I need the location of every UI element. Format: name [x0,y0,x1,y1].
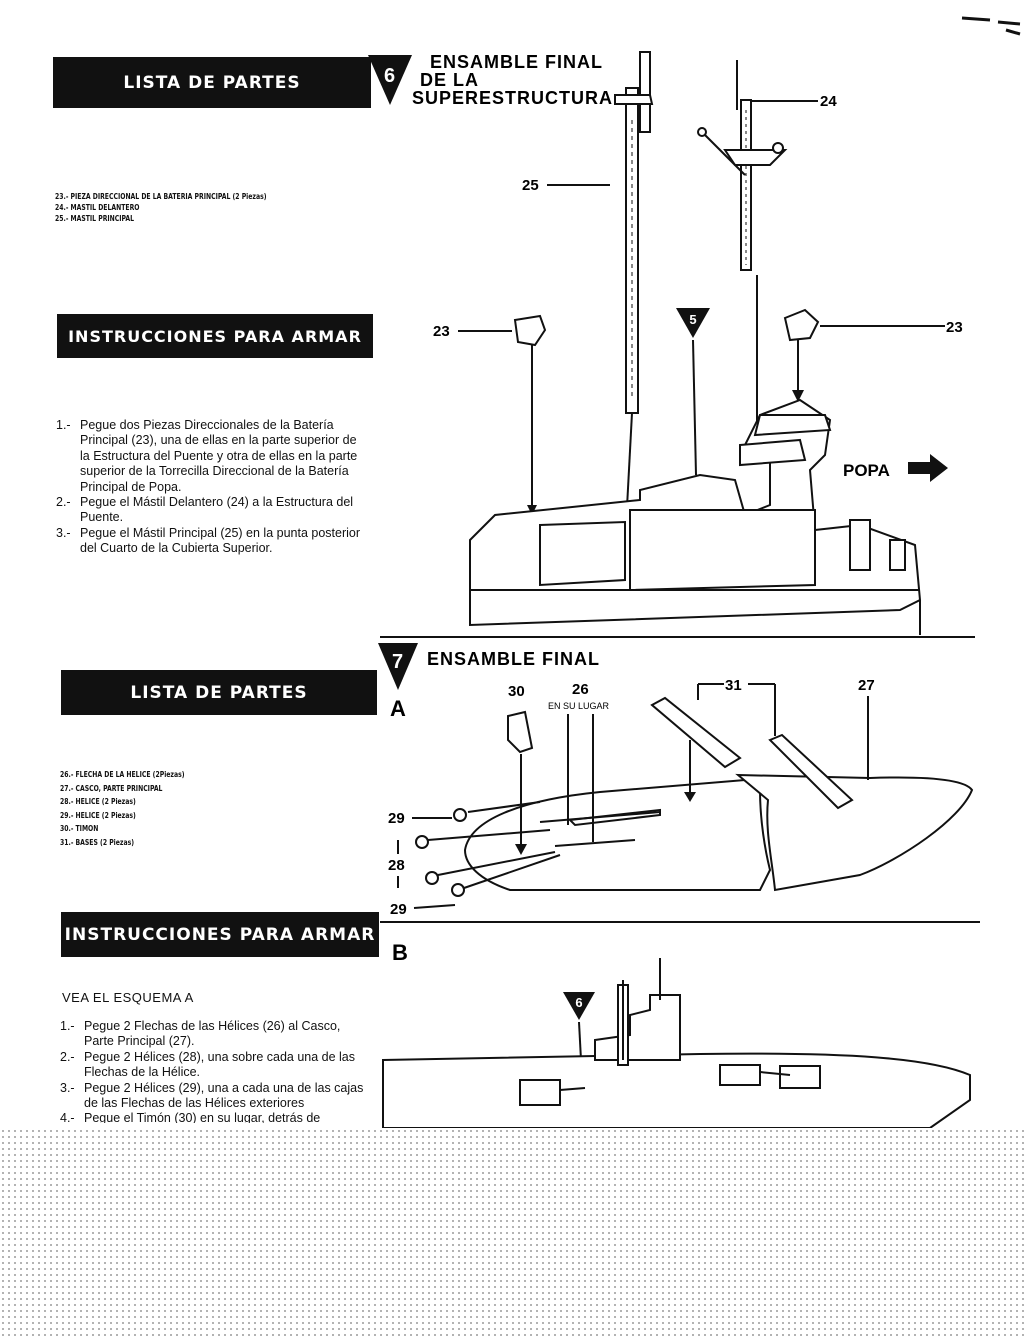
instruction-step: 1.-Pegue 2 Flechas de las Hélices (26) a… [60,1019,341,1049]
instruction-step: 2.-Pegue el Mástil Delantero (24) a la E… [56,495,354,525]
parts-item: 24.- MASTIL DELANTERO [55,203,140,212]
callout-29-top: 29 [388,810,405,827]
scan-mark [961,16,1021,36]
instruction-step: 4.-Pegue el Timón (30) en su lugar, detr… [60,1111,321,1123]
reference-marker-5: 5 [676,308,710,476]
instruction-step: 2.-Pegue 2 Hélices (28), una sobre cada … [60,1049,356,1080]
callout-29-bottom: 29 [390,901,407,918]
propeller-28-top [415,835,429,849]
callout-27: 27 [858,677,875,694]
director-23-left [513,314,547,347]
see-diagram-note: VEA EL ESQUEMA A [62,990,194,1005]
parts-item: 28.- HELICE (2 Piezas) [60,797,136,806]
callout-30: 30 [508,683,525,700]
parts-item: 23.- PIEZA DIRECCIONAL DE LA BATERIA PRI… [55,192,267,201]
svg-text:6: 6 [575,995,582,1010]
bases-31 [650,696,854,810]
step-6-title-line-1: ENSAMBLE FINAL [430,52,603,72]
popa-label: POPA [843,461,890,480]
callout-26: 26 [572,681,589,698]
step-7-marker: 7 [378,643,418,690]
instructions-header-1: INSTRUCCIONES PARA ARMAR [57,314,373,358]
parts-item: 27.- CASCO, PARTE PRINCIPAL [60,783,163,793]
instructions-list-2: 1.-Pegue 2 Flechas de las Hélices (26) a… [60,1019,370,1123]
rudder-30 [507,710,534,754]
instruction-step: 3.-Pegue el Mástil Principal (25) en la … [56,525,361,556]
foremast-24 [697,60,788,440]
parts-item: 30.- TIMON [60,824,99,833]
parts-item: 26.- FLECHA DE LA HELICE (2Piezas) [60,770,185,779]
sub-diagram-a-label: A [390,696,406,721]
svg-text:5: 5 [689,312,696,327]
parts-list-header-1: LISTA DE PARTES [53,57,371,108]
battleship-model [382,958,971,1129]
propeller-29-bottom [451,883,465,897]
in-place-note: EN SU LUGAR [548,701,610,711]
reference-marker-6: 6 [563,992,595,1061]
callout-23-left: 23 [433,323,450,340]
propeller-29-top [453,808,467,822]
instructions-header-2: INSTRUCCIONES PARA ARMAR [61,912,379,957]
main-mast-25 [614,51,654,546]
step-6-marker: 6 [368,55,412,105]
parts-item: 25.- MASTIL PRINCIPAL [55,214,135,223]
step-7-number: 7 [392,651,404,673]
director-23-right [783,308,820,342]
callout-31: 31 [725,677,742,694]
propeller-28-bottom [425,871,439,885]
step-6-number: 6 [384,65,396,87]
callout-28: 28 [388,857,405,874]
instruction-step: 1.-Pegue dos Piezas Direccionales de la … [56,418,358,494]
step-6-title-line-3: SUPERESTRUCTURA [412,88,613,108]
parts-list-header-2: LISTA DE PARTES [61,670,377,715]
instruction-step: 3.-Pegue 2 Hélices (29), una a cada una … [60,1080,364,1111]
callout-23-right: 23 [946,319,963,336]
callout-25: 25 [522,177,539,194]
instructions-list-1: 1.-Pegue dos Piezas Direccionales de la … [56,418,367,557]
parts-item: 31.- BASES (2 Piezas) [60,837,135,847]
sub-diagram-b-label: B [392,940,408,965]
superstructure-model [469,398,922,635]
callout-24: 24 [820,93,837,110]
parts-list-2: 26.- FLECHA DE LA HELICE (2Piezas) 27.- … [60,768,185,849]
step-6-title-line-2: DE LA [420,70,479,90]
parts-item: 29.- HELICE (2 Piezas) [60,810,136,820]
step-7-title: ENSAMBLE FINAL [427,649,600,669]
arrow-right-icon [908,454,948,482]
page-bottom-pattern [0,1128,1024,1337]
hull-model-27 [463,773,974,892]
parts-list-1: 23.- PIEZA DIRECCIONAL DE LA BATERIA PRI… [55,191,267,224]
